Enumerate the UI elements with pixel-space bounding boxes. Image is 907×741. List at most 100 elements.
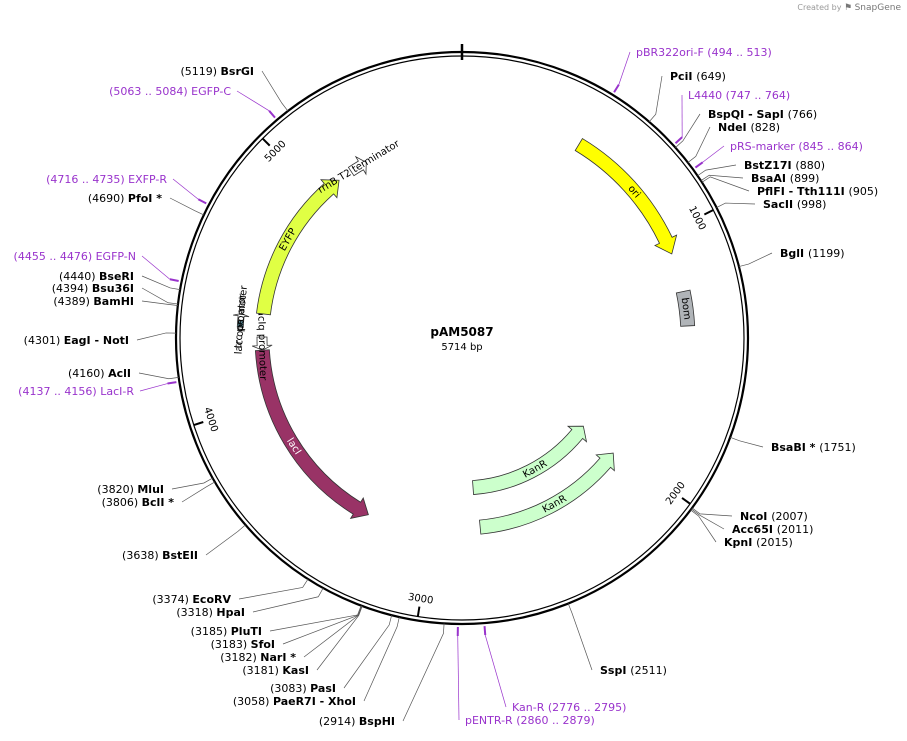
site-label: PciI (649) [670,70,726,83]
site-position: (3083) [270,682,310,695]
site-label: BstZ17I (880) [744,159,825,172]
tick-label: 4000 [201,406,219,434]
site-name: PasI [310,682,336,695]
tick-mark [416,606,421,617]
site-position: (649) [696,70,726,83]
site-position: (2007) [771,510,808,523]
primer-name: EGFP-N [96,250,136,263]
primer-leader [139,383,168,392]
primer-name: Kan-R [512,701,548,714]
site-leader [691,507,733,517]
tick-label: 1000 [686,205,707,233]
feature-label-bom: bom [679,297,693,320]
site-leader [141,275,181,290]
primer-label: Kan-R (2776 .. 2795) [512,701,626,714]
primer-leader [172,178,199,200]
site-leader [316,605,363,671]
site-name: KpnI [724,536,756,549]
site-label: (3806) BclI * [102,496,175,509]
site-name: BseRI [99,270,134,283]
site-label: BglI (1199) [780,247,845,260]
site-leader [141,300,178,306]
tick-label: 3000 [407,592,434,607]
primer-label: pRS-marker (845 .. 864) [730,140,863,153]
primer-range: (4716 .. 4735) [46,173,128,186]
site-label: (4440) BseRI [59,270,134,283]
site-leader [282,605,362,645]
site-label: BsaBI * (1751) [771,441,856,454]
primer-name: L4440 [688,89,726,102]
site-label: (3083) PasI [270,682,336,695]
primer-label: pBR322ori-F (494 .. 513) [636,46,772,59]
site-position: (4301) [24,334,64,347]
feature-label-laciq-promoter: lacIq promoter [255,307,268,381]
site-leader [675,113,701,148]
credit-brand: SnapGene [854,3,901,13]
site-label: BspQI - SapI (766) [708,108,817,121]
site-leader [402,623,445,722]
primer-label: (4455 .. 4476) EGFP-N [14,250,136,263]
site-leader [687,126,711,163]
site-position: (2511) [630,664,667,677]
primer-name: pBR322ori-F [636,46,707,59]
site-position: (766) [788,108,818,121]
feature-kanr-2 [472,425,588,496]
site-position: (2914) [319,715,359,728]
site-position: (3182) [220,651,260,664]
site-name: MluI [137,483,164,496]
site-label: (3820) MluI [97,483,164,496]
site-leader [700,174,744,182]
site-position: (899) [790,172,820,185]
site-leader [169,197,204,216]
site-name: BsrGI [221,65,254,78]
site-position: (3318) [176,606,216,619]
site-name: BsaAI [751,172,790,185]
site-position: (3183) [211,638,251,651]
site-leader [690,509,717,543]
primer-range: (747 .. 764) [726,89,791,102]
site-label: (3058) PaeR7I - XhoI [233,695,356,708]
site-position: (1751) [819,441,856,454]
site-name: SacII [763,198,797,211]
primer-name: EGFP-C [191,85,231,98]
site-leader [716,202,756,208]
primer-leader [236,90,270,112]
primer-name: pENTR-R [465,714,516,727]
site-position: (4160) [68,367,108,380]
site-leader [343,615,392,689]
primer-leader [702,145,725,163]
primer-leader [618,51,631,85]
primer-label: pENTR-R (2860 .. 2879) [465,714,595,727]
site-label: (4394) Bsu36I [52,282,134,295]
site-label: (4690) PfoI * [88,192,162,205]
site-name: SspI [600,664,630,677]
site-position: (1199) [808,247,845,260]
site-position: (905) [849,185,879,198]
primer-mark [483,626,487,636]
site-label: SacII (998) [763,198,826,211]
plasmid-title-group: pAM5087 5714 bp [430,325,493,353]
feature-ori [574,137,678,255]
site-name: BglI [780,247,808,260]
site-leader [697,164,737,177]
plasmid-name: pAM5087 [430,325,493,339]
site-name: PflFI - Tth111I [757,185,849,198]
feature-label-lac-operator: lac operator [234,293,249,355]
site-position: (3181) [242,664,282,677]
site-name: BstZ17I [744,159,795,172]
site-name: PluTI [231,625,262,638]
snapgene-credit: Created by ⚑ SnapGene [797,3,901,13]
feature-bom [675,289,696,327]
plasmid-length: 5714 bp [441,342,482,353]
site-name: PaeR7I - XhoI [273,695,356,708]
site-name: EagI - NotI [64,334,129,347]
site-label: (4301) EagI - NotI [24,334,129,347]
site-label: (3183) SfoI [211,638,275,651]
primer-leader [457,635,460,721]
site-label: NcoI (2007) [740,510,808,523]
site-position: (4389) [53,295,93,308]
primer-name: EXFP-R [128,173,167,186]
site-label: (3638) BstEII [122,549,198,562]
site-position: (3806) [102,496,142,509]
